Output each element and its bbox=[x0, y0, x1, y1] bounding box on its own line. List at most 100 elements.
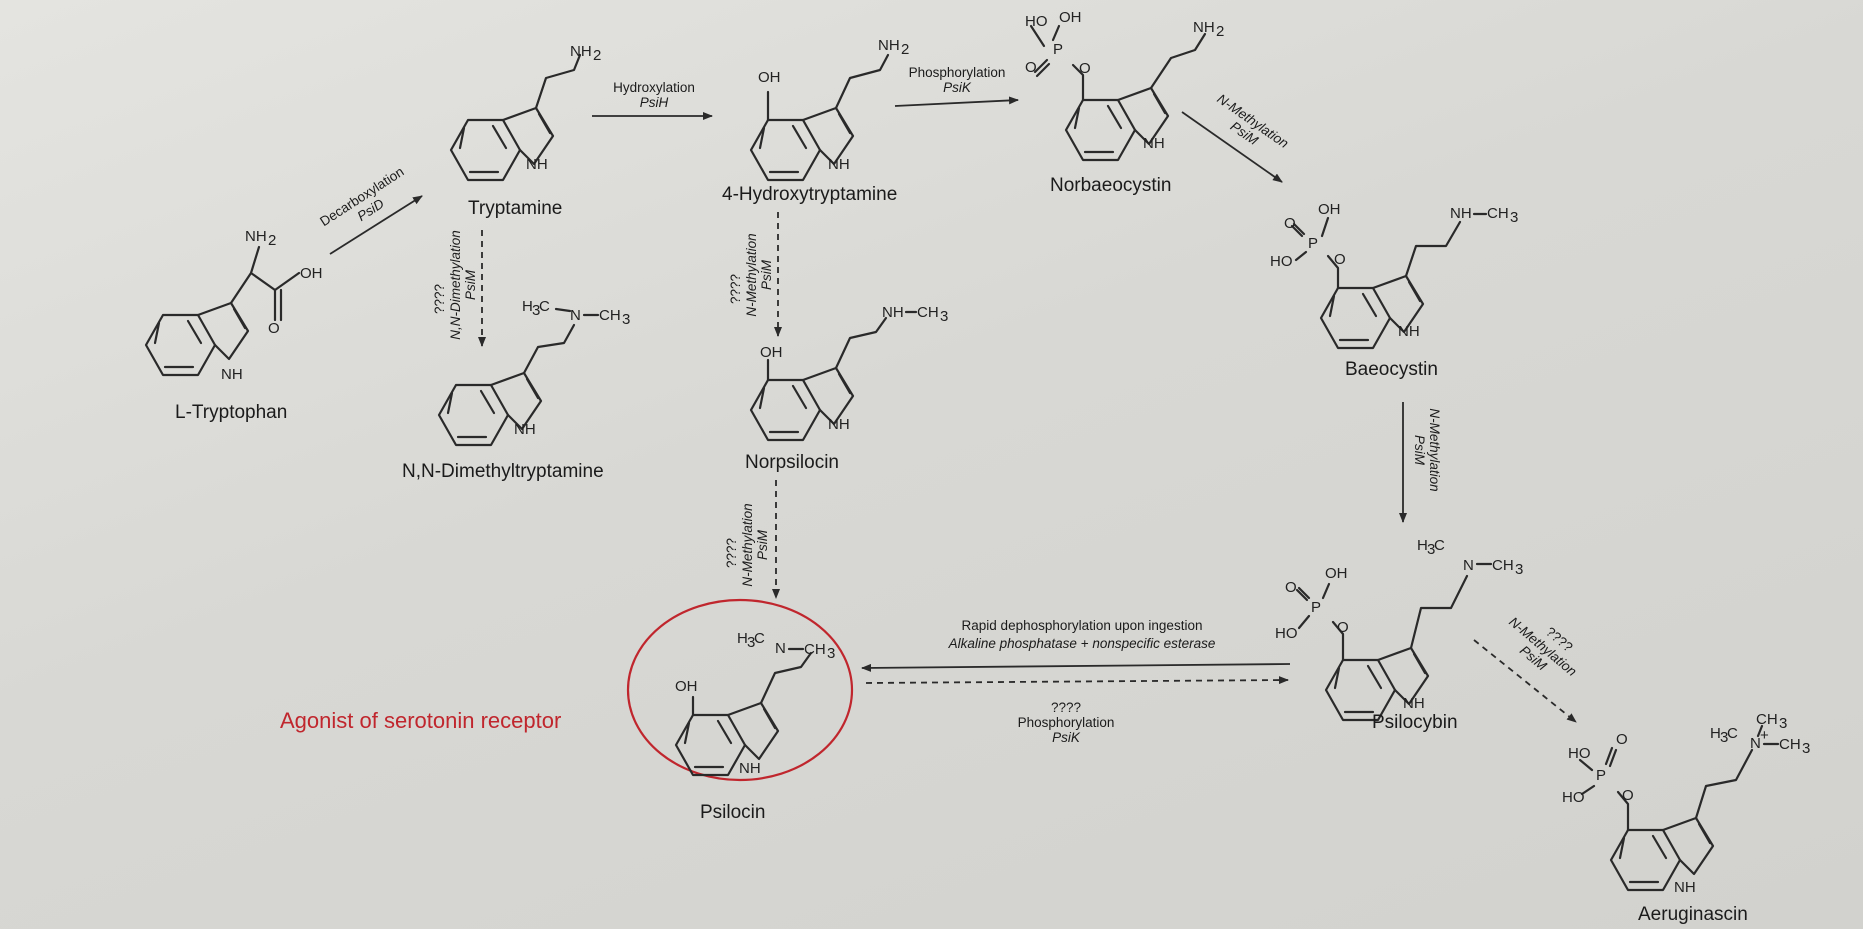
rephos-label: Phosphorylation bbox=[1018, 715, 1115, 730]
svg-text:N: N bbox=[775, 640, 786, 657]
svg-text:NH: NH bbox=[878, 37, 900, 54]
svg-text:3: 3 bbox=[1720, 729, 1728, 746]
hydroxylation-enzyme: PsiH bbox=[640, 95, 669, 110]
svg-text:P: P bbox=[1311, 599, 1321, 616]
svg-text:CH: CH bbox=[1487, 205, 1509, 222]
psilocin-label: Psilocin bbox=[700, 802, 765, 823]
svg-text:NH: NH bbox=[1450, 205, 1472, 222]
svg-text:NH: NH bbox=[570, 43, 592, 60]
svg-text:NH: NH bbox=[526, 156, 548, 173]
svg-text:NH: NH bbox=[1398, 323, 1420, 340]
svg-text:C: C bbox=[754, 630, 765, 647]
svg-text:O: O bbox=[1622, 787, 1634, 804]
phosphorylation-label: Phosphorylation bbox=[909, 65, 1006, 80]
phosphorylation-arrow bbox=[894, 96, 1019, 107]
svg-text:HO: HO bbox=[1270, 253, 1293, 270]
baeocystin-structure: NH NH CH 3 O P OH O HO bbox=[1270, 201, 1518, 350]
svg-text:NH: NH bbox=[1143, 135, 1165, 152]
svg-text:3: 3 bbox=[1802, 740, 1810, 757]
svg-text:NH: NH bbox=[1403, 695, 1425, 712]
svg-text:P: P bbox=[1596, 767, 1606, 784]
svg-text:OH: OH bbox=[760, 344, 783, 361]
psilocin-path-label: N-Methylation bbox=[740, 503, 755, 586]
svg-text:OH: OH bbox=[1059, 9, 1082, 26]
tryptophan-label: L-Tryptophan bbox=[175, 402, 287, 423]
svg-text:3: 3 bbox=[622, 311, 630, 328]
svg-text:O: O bbox=[1337, 619, 1349, 636]
svg-text:HO: HO bbox=[1275, 625, 1298, 642]
svg-text:NH: NH bbox=[221, 366, 243, 383]
svg-text:HO: HO bbox=[1025, 13, 1048, 30]
aeruginascin-label: Aeruginascin bbox=[1638, 904, 1748, 925]
svg-text:OH: OH bbox=[300, 265, 323, 282]
n-methylation-2-enzyme: PsiM bbox=[1412, 435, 1427, 466]
psilocybin-structure: NH N CH 3 H 3 C O P OH O HO bbox=[1275, 537, 1523, 722]
norpsilocin-structure: NH NH CH 3 OH bbox=[749, 304, 948, 442]
norpsilocin-label: Norpsilocin bbox=[745, 452, 839, 473]
tryptamine-structure: NH NH 2 bbox=[449, 43, 601, 182]
svg-text:CH: CH bbox=[1756, 711, 1778, 728]
svg-text:C: C bbox=[1727, 725, 1738, 742]
svg-text:O: O bbox=[1334, 251, 1346, 268]
svg-text:3: 3 bbox=[532, 302, 540, 319]
svg-text:NH: NH bbox=[828, 416, 850, 433]
hydroxylation-label: Hydroxylation bbox=[613, 80, 695, 95]
svg-text:NH: NH bbox=[739, 760, 761, 777]
dephos-line1: Rapid dephosphorylation upon ingestion bbox=[962, 618, 1203, 633]
dmt-q: ???? bbox=[432, 284, 447, 314]
psilocybin-label: Psilocybin bbox=[1372, 712, 1458, 733]
svg-text:3: 3 bbox=[940, 308, 948, 325]
svg-text:NH: NH bbox=[1193, 19, 1215, 36]
svg-text:2: 2 bbox=[593, 47, 601, 64]
psilocin-q: ???? bbox=[724, 538, 739, 568]
svg-text:HO: HO bbox=[1568, 745, 1591, 762]
svg-text:3: 3 bbox=[1515, 561, 1523, 578]
rephos-q: ???? bbox=[1051, 700, 1081, 715]
svg-text:3: 3 bbox=[747, 634, 755, 651]
rephosphorylation-arrow bbox=[865, 676, 1289, 685]
svg-text:3: 3 bbox=[1427, 541, 1435, 558]
svg-text:CH: CH bbox=[804, 641, 826, 658]
svg-text:3: 3 bbox=[827, 645, 835, 662]
baeocystin-label: Baeocystin bbox=[1345, 359, 1438, 380]
svg-text:O: O bbox=[1285, 579, 1297, 596]
norbaeocystin-structure: NH NH 2 O P HO OH O bbox=[1025, 9, 1224, 162]
svg-text:O: O bbox=[1616, 731, 1628, 748]
svg-text:P: P bbox=[1308, 235, 1318, 252]
svg-text:CH: CH bbox=[917, 304, 939, 321]
hydroxytryptamine-label: 4-Hydroxytryptamine bbox=[722, 184, 897, 205]
svg-text:NH: NH bbox=[1674, 879, 1696, 896]
dephosphorylation-arrow bbox=[861, 663, 1291, 672]
svg-text:P: P bbox=[1053, 41, 1063, 58]
svg-text:OH: OH bbox=[758, 69, 781, 86]
svg-text:O: O bbox=[1025, 59, 1037, 76]
svg-text:OH: OH bbox=[1325, 565, 1348, 582]
n-methylation-1-arrow bbox=[1181, 111, 1283, 183]
norbaeocystin-label: Norbaeocystin bbox=[1050, 175, 1171, 196]
svg-text:2: 2 bbox=[268, 232, 276, 249]
psilocin-path-enzyme: PsiM bbox=[755, 529, 770, 560]
svg-text:HO: HO bbox=[1562, 789, 1585, 806]
norpsilocin-path-label: N-Methylation bbox=[744, 233, 759, 316]
svg-text:C: C bbox=[539, 298, 550, 315]
svg-text:OH: OH bbox=[1318, 201, 1341, 218]
svg-text:NH: NH bbox=[828, 156, 850, 173]
svg-text:2: 2 bbox=[901, 41, 909, 58]
psilocin-structure: NH N CH 3 H 3 C OH bbox=[674, 630, 835, 777]
hydroxytryptamine-structure: NH NH 2 OH bbox=[749, 37, 909, 182]
svg-text:3: 3 bbox=[1779, 715, 1787, 732]
aeruginascin-structure: NH N + CH 3 CH 3 H 3 C O P O HO HO bbox=[1562, 711, 1810, 896]
svg-text:NH: NH bbox=[882, 304, 904, 321]
svg-text:+: + bbox=[1760, 727, 1769, 744]
phosphorylation-enzyme: PsiK bbox=[943, 80, 972, 95]
psilocin-highlight-circle bbox=[626, 598, 854, 782]
svg-text:O: O bbox=[1284, 215, 1296, 232]
svg-text:3: 3 bbox=[1510, 209, 1518, 226]
svg-text:O: O bbox=[268, 320, 280, 337]
svg-text:CH: CH bbox=[1779, 736, 1801, 753]
svg-text:CH: CH bbox=[599, 307, 621, 324]
svg-text:C: C bbox=[1434, 537, 1445, 554]
n-methylation-2-label: N-Methylation bbox=[1427, 408, 1442, 491]
